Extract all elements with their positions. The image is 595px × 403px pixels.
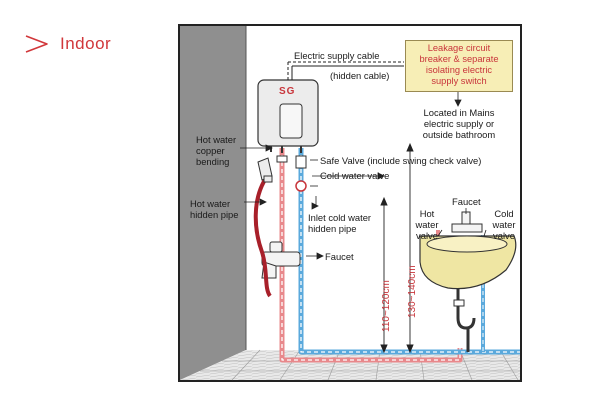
shower-head — [257, 157, 273, 183]
hot-copper-line-3: bending — [196, 156, 230, 167]
dimension-lines — [380, 142, 414, 354]
breaker-line-3: isolating electric — [425, 65, 493, 75]
safe-valve — [295, 155, 307, 169]
location-line-3: outside bathroom — [422, 129, 496, 140]
hot-valve-line-2: water — [415, 219, 439, 230]
section-heading: Indoor — [24, 34, 111, 54]
hot-hidden-line-1: Hot water — [190, 198, 231, 209]
heading-text: Indoor — [60, 34, 112, 53]
hot-water-hidden-pipe-label: Hot water hidden pipe — [190, 198, 238, 220]
location-line-1: Located in Mains — [423, 107, 495, 118]
heater-brand: SG — [279, 86, 296, 97]
inlet-cold-water-hidden-pipe-label: Inlet cold water hidden pipe — [308, 212, 371, 234]
inlet-cold-line-2: hidden pipe — [308, 223, 357, 234]
electric-supply-cable-label: Electric supply cable — [294, 50, 380, 61]
hot-water-copper-bending-label: Hot water copper bending — [196, 134, 236, 167]
cold-valve-line-3: valve — [493, 230, 515, 241]
hot-water-valve-label: Hot water valve — [412, 208, 442, 241]
electric-supply-cable — [287, 61, 404, 80]
inlet-cold-line-1: Inlet cold water — [308, 212, 372, 223]
location-line-2: electric supply or — [423, 118, 495, 129]
wash-basin — [419, 211, 517, 352]
hot-valve-line-1: Hot — [419, 208, 435, 219]
hot-valve-line-3: valve — [416, 230, 438, 241]
shower-hose — [253, 176, 272, 298]
cold-valve-line-1: Cold — [494, 208, 514, 219]
cold-valve-line-2: water — [492, 219, 516, 230]
basin-faucet-label: Faucet — [452, 196, 481, 207]
side-wall — [180, 26, 246, 380]
cold-water-valve-label: Cold water valve — [320, 170, 390, 181]
hidden-cable-label: (hidden cable) — [330, 70, 390, 81]
chevron-right-icon — [25, 35, 48, 53]
hot-copper-line-2: copper — [196, 145, 225, 156]
cold-water-valve-basin-label: Cold water valve — [488, 208, 520, 241]
shower-faucet-label: Faucet — [325, 251, 354, 262]
breaker-line-1: Leakage circuit — [427, 43, 491, 53]
heater-height-label: 130~140cm — [407, 265, 418, 318]
hot-copper-line-1: Hot water — [196, 134, 237, 145]
leader-lines — [240, 90, 487, 260]
cold-water-valve — [295, 180, 307, 192]
leakage-breaker-box: Leakage circuit breaker & separate isola… — [405, 40, 513, 92]
breaker-line-4: supply switch — [431, 76, 487, 86]
hot-hidden-line-2: hidden pipe — [190, 209, 239, 220]
basin-height-label: 110~120cm — [381, 280, 392, 332]
safe-valve-label: Safe Valve (include swing check valve) — [320, 155, 482, 166]
breaker-line-2: breaker & separate — [419, 54, 499, 64]
location-note: Located in Mains electric supply or outs… — [404, 107, 514, 140]
